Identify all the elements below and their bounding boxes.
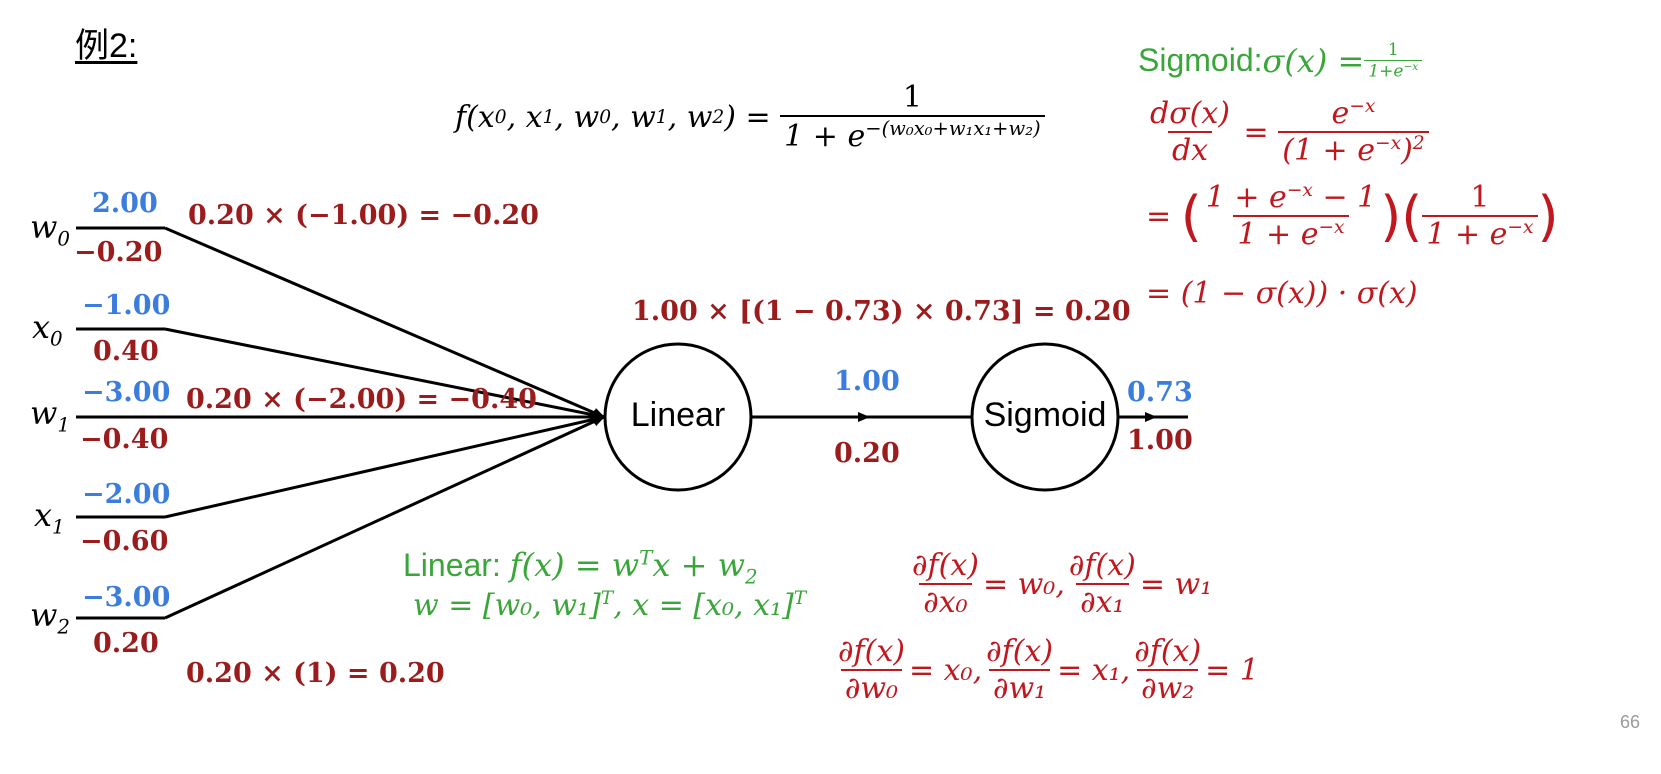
gradient-value-sigmoid-out: 1.00 — [1127, 425, 1193, 456]
forward-value-w2: −3.00 — [82, 582, 171, 613]
gradient-value-w2: 0.20 — [93, 628, 159, 659]
gradient-value-w0: −0.20 — [74, 237, 163, 268]
gradient-value-x0: 0.40 — [93, 336, 159, 367]
forward-value-w0: 2.00 — [92, 188, 158, 219]
partial-derivatives-inputs: ∂f(x) ∂x₀ = w₀, ∂f(x) ∂x₁ = w₁ — [912, 548, 1213, 620]
forward-value-w1: −3.00 — [82, 377, 171, 408]
edge-w2-linear — [164, 415, 605, 620]
linear-definition: Linear: f(x) = wTx + w2 — [403, 546, 758, 589]
edge-sigmoid-output-arrow — [1145, 412, 1157, 422]
sigmoid-derivative-line1: dσ(x) dx = e−x (1 + e−x)2 — [1146, 96, 1429, 168]
gradient-value-linear-out: 0.20 — [834, 438, 900, 469]
sigmoid-derivative-line2: = ( 1 + e−x − 1 1 + e−x ) ( 1 1 + e−x ) — [1146, 180, 1559, 252]
edge-w0-linear — [164, 226, 605, 419]
forward-value-x1: −2.00 — [82, 479, 171, 510]
sigmoid-definition: Sigmoid: σ(x) = 1 1+e−x — [1138, 40, 1423, 82]
input-label-x0: x0 — [32, 308, 63, 351]
annotation-grad-w1: 0.20 × (−2.00) = −0.40 — [186, 384, 537, 415]
sigmoid-node-label: Sigmoid — [983, 396, 1107, 434]
input-label-w2: w2 — [30, 596, 71, 639]
linear-vector-definition: w = [w₀, w₁]T, x = [x₀, x₁]T — [413, 588, 807, 623]
input-label-w1: w1 — [30, 394, 71, 437]
forward-value-linear-out: 1.00 — [834, 366, 900, 397]
annotation-grad-w0: 0.20 × (−1.00) = −0.20 — [188, 200, 539, 231]
forward-value-x0: −1.00 — [82, 290, 171, 321]
edge-x0-linear — [164, 327, 605, 420]
page-number: 66 — [1620, 712, 1641, 732]
annotation-grad-w2: 0.20 × (1) = 0.20 — [186, 658, 445, 689]
slide-title: 例2: — [75, 27, 138, 65]
edge-x1-linear — [164, 414, 605, 519]
linear-node-label: Linear — [630, 396, 726, 434]
edge-linear-sigmoid-arrow — [858, 412, 870, 422]
partial-derivatives-weights: ∂f(x) ∂w₀ = x₀, ∂f(x) ∂w₁ = x₁, ∂f(x) ∂w… — [838, 634, 1259, 706]
annotation-grad-sigmoid: 1.00 × [(1 − 0.73) × 0.73] = 0.20 — [632, 296, 1131, 327]
gradient-value-w1: −0.40 — [80, 424, 169, 455]
gradient-value-x1: −0.60 — [80, 526, 169, 557]
sigmoid-derivative-line3: = (1 − σ(x)) · σ(x) — [1146, 276, 1418, 311]
input-label-w0: w0 — [30, 208, 71, 251]
input-label-x1: x1 — [34, 496, 65, 539]
forward-value-sigmoid-out: 0.73 — [1127, 377, 1193, 408]
